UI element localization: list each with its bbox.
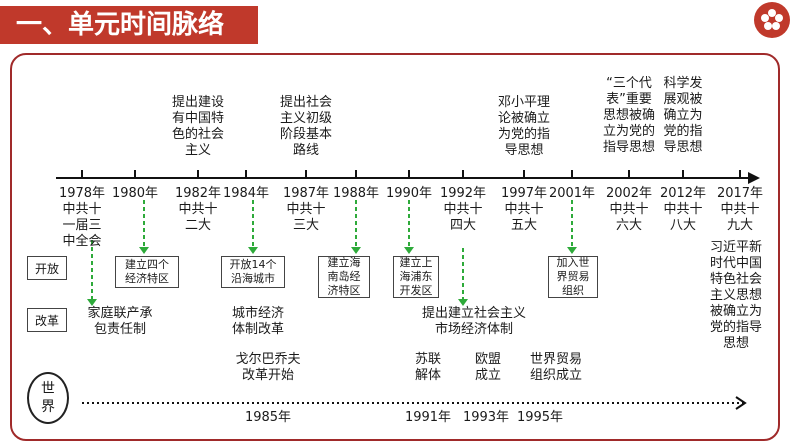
timeline-date: 2002年 中共十 六大 [605,186,653,233]
timeline-date: 1990年 [385,186,433,201]
title-banner [0,6,258,44]
timeline-event-above: 科学发 展观被 确立为 党的指 导思想 [663,76,703,155]
world-event-year: 1991年 [404,410,452,425]
timeline-event-box: 加入世 界贸易 组织 [548,256,598,298]
timeline-event-box: 建立海 南岛经 济特区 [318,256,370,298]
timeline-event-box: 建立上 海浦东 开发区 [393,256,439,298]
green-arrow-head [87,299,97,306]
world-event-year: 1993年 [462,410,510,425]
timeline-event-above: “三个代 表”重要 思想被确 立为党的 指导思想 [602,76,655,155]
page-title: 一、单元时间脉络 [16,10,225,40]
timeline-event-above: 提出建设 有中国特 色的社会 主义 [171,95,224,158]
content-frame [10,53,780,441]
world-event: 世界贸易 组织成立 [529,352,582,383]
world-event: 戈尔巴乔夫 改革开始 [235,352,301,383]
timeline-date: 2017年 中共十 九大 [716,186,764,233]
green-arrow-head [458,299,468,306]
timeline-date: 1978年 中共十 一届三 中全会 [58,186,106,249]
timeline-date: 1984年 [222,186,270,201]
timeline-event-box: 建立四个 经济特区 [115,256,179,288]
timeline-date: 2001年 [548,186,596,201]
timeline-event-box: 开放14个 沿海城市 [221,256,285,288]
world-event: 苏联 解体 [414,352,441,383]
world-event-year: 1995年 [516,410,564,425]
timeline-date: 1987年 中共十 三大 [282,186,330,233]
timeline-event-below: 家庭联产承 包责任制 [87,306,153,337]
timeline-event-above: 邓小平理 论被确立 为党的指 导思想 [497,95,550,158]
timeline-event-above: 提出社会 主义初级 阶段基本 路线 [279,95,332,158]
green-arrow-head [404,247,414,254]
green-arrow-head [139,247,149,254]
world-event: 欧盟 成立 [474,352,501,383]
timeline-date: 1988年 [332,186,380,201]
world-label: 世 界 [27,372,69,424]
timeline-date: 1992年 中共十 四大 [439,186,487,233]
timeline-date: 1980年 [111,186,159,201]
world-event-year: 1985年 [244,410,292,425]
timeline-date: 2012年 中共十 八大 [659,186,707,233]
green-arrow-head [248,247,258,254]
timeline-event-below: 习近平新 时代中国 特色社会 主义思想 被确立为 党的指导 思想 [709,240,762,351]
timeline-event-below: 城市经济 体制改革 [231,306,284,337]
timeline-date: 1982年 中共十 二大 [174,186,222,233]
flower-logo-icon [754,2,790,38]
timeline-event-below: 提出建立社会主义 市场经济体制 [421,306,526,337]
timeline-date: 1997年 中共十 五大 [500,186,548,233]
green-arrow-head [567,247,577,254]
label-reform: 改革 [27,308,67,332]
green-arrow-head [351,247,361,254]
label-open: 开放 [27,256,67,280]
